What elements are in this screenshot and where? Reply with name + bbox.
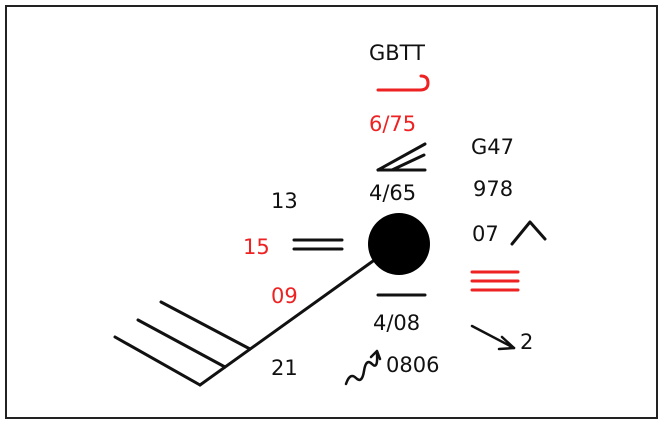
fog-triple-bar-icon bbox=[470, 270, 520, 292]
temperature-value: 13 bbox=[271, 189, 298, 213]
cirrus-wedge-icon bbox=[376, 142, 427, 172]
wind-feather-2 bbox=[136, 318, 227, 369]
tendency-value: 07 bbox=[472, 222, 499, 246]
past-weather-code: 0806 bbox=[386, 353, 440, 377]
visibility-value: 15 bbox=[243, 235, 270, 259]
red-hook-icon bbox=[376, 74, 430, 92]
rising-falling-caret-icon bbox=[510, 220, 547, 246]
dew-point-value: 09 bbox=[271, 284, 298, 308]
motion-speed-value: 2 bbox=[520, 330, 534, 354]
diagram-frame bbox=[5, 5, 658, 419]
station-header: GBTT bbox=[369, 41, 425, 65]
wind-shaft bbox=[198, 254, 382, 387]
squiggle-arrow-icon bbox=[344, 349, 382, 386]
cloud-upper-value: 4/65 bbox=[369, 181, 417, 205]
cloud-lower-value: 4/08 bbox=[373, 311, 421, 335]
station-circle bbox=[368, 213, 430, 275]
double-bar-icon bbox=[292, 238, 344, 251]
upper-red-value: 6/75 bbox=[369, 112, 417, 136]
pressure-value: 978 bbox=[473, 177, 514, 201]
pressure-tendency-code: G47 bbox=[471, 135, 514, 159]
wind-feather-1 bbox=[113, 335, 202, 387]
wind-value: 21 bbox=[271, 356, 298, 380]
wind-feather-3 bbox=[159, 300, 252, 351]
wind-barb bbox=[113, 254, 382, 387]
arrow-down-right-icon bbox=[470, 324, 516, 351]
